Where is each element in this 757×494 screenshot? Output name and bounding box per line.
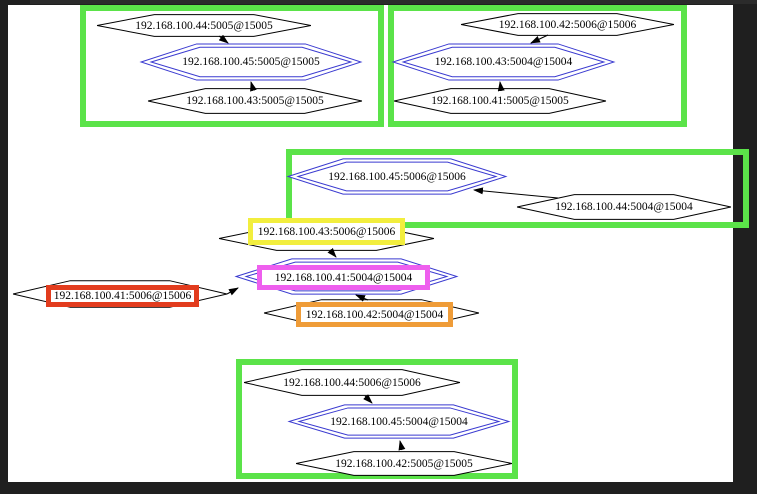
hexagon-shape	[147, 88, 363, 114]
node-44-5006: 192.168.100.44:5006@15006	[243, 369, 461, 396]
double-hexagon-shape	[392, 43, 615, 81]
node-label: 192.168.100.41:5005@15005	[431, 95, 569, 107]
highlight-red-box: 192.168.100.41:5006@15006	[46, 285, 199, 307]
node-42-5004: 192.168.100.42:5004@15004	[263, 299, 480, 327]
node-label: 192.168.100.41:5004@15004	[274, 271, 413, 284]
highlight-magenta-box: 192.168.100.41:5004@15004	[257, 265, 430, 290]
node-45-5006-leader: 192.168.100.45:5006@15006	[287, 158, 507, 195]
graph-canvas: 192.168.100.44:5005@15005 192.168.100.45…	[8, 5, 749, 482]
hexagon-shape	[96, 14, 312, 37]
node-label: 192.168.100.45:5005@15005	[182, 56, 320, 68]
node-42-5006: 192.168.100.42:5006@15006	[460, 13, 675, 36]
node-label: 192.168.100.42:5006@15006	[498, 18, 637, 31]
node-43-5005: 192.168.100.43:5005@15005	[147, 88, 363, 114]
node-label: 192.168.100.44:5004@15004	[555, 201, 693, 213]
double-hexagon-shape	[288, 404, 510, 439]
double-hexagon-shape	[140, 43, 362, 81]
node-label: 192.168.100.41:5006@15006	[53, 290, 192, 302]
cluster-box-middle-right	[286, 149, 749, 228]
hexagon-shape	[243, 369, 461, 396]
node-44-5004: 192.168.100.44:5004@15004	[516, 194, 732, 220]
node-43-5006: 192.168.100.43:5006@15006	[218, 218, 435, 251]
node-label: 192.168.100.45:5006@15006	[328, 170, 466, 183]
node-44-5005: 192.168.100.44:5005@15005	[96, 14, 312, 37]
highlight-yellow-box: 192.168.100.43:5006@15006	[248, 218, 405, 245]
cluster-box-top-left	[80, 5, 384, 127]
node-43-5004-leader: 192.168.100.43:5004@15004	[392, 43, 615, 81]
node-label: 192.168.100.43:5004@15004	[434, 56, 573, 68]
node-label: 192.168.100.44:5005@15005	[135, 19, 273, 32]
hexagon-shape	[460, 13, 675, 36]
hexagon-shape	[295, 451, 513, 476]
node-41-5006: 192.168.100.41:5006@15006	[12, 280, 228, 308]
node-label: 192.168.100.45:5004@15004	[330, 415, 468, 428]
node-45-5004-leader: 192.168.100.45:5004@15004	[288, 404, 510, 439]
edge-43-5006-to-41-5004	[327, 247, 337, 258]
node-41-5004-leader: 192.168.100.41:5004@15004	[235, 258, 458, 295]
hexagon-shape	[516, 194, 732, 220]
node-41-5005: 192.168.100.41:5005@15005	[393, 88, 607, 114]
hexagon-shape	[393, 88, 607, 114]
double-hexagon-shape	[287, 158, 507, 195]
window-top-strip	[30, 0, 757, 4]
node-label: 192.168.100.43:5005@15005	[186, 95, 324, 107]
node-45-5005-leader: 192.168.100.45:5005@15005	[140, 43, 362, 81]
cluster-box-bottom	[236, 359, 518, 479]
node-label: 192.168.100.44:5006@15006	[283, 376, 421, 389]
node-label: 192.168.100.43:5006@15006	[257, 225, 396, 238]
cluster-box-top-right	[388, 5, 687, 127]
node-42-5005: 192.168.100.42:5005@15005	[295, 451, 513, 476]
highlight-orange-box: 192.168.100.42:5004@15004	[296, 302, 453, 327]
node-label: 192.168.100.42:5004@15004	[305, 308, 444, 321]
node-label: 192.168.100.42:5005@15005	[335, 457, 473, 470]
